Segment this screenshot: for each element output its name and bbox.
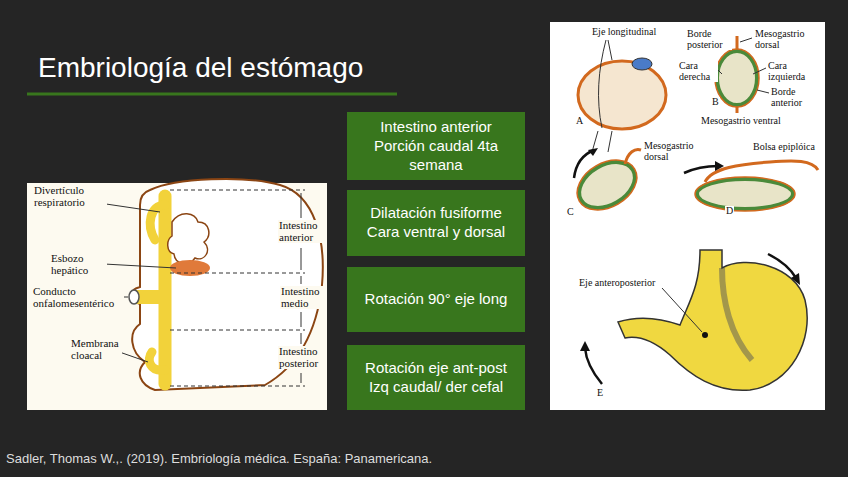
figure-label: Conducto onfalomesentérico: [32, 286, 124, 309]
figure-label: C: [566, 207, 575, 218]
figure-label: Mesogastrio dorsal: [643, 141, 695, 162]
box-text: Intestino anterior Porción caudal 4ta se…: [357, 118, 515, 174]
figure-label: Cara derecha: [678, 61, 718, 82]
summary-box: Intestino anterior Porción caudal 4ta se…: [347, 112, 525, 180]
figure-label: Divertículo respiratorio: [33, 185, 107, 208]
figure-label: Membrana cloacal: [70, 338, 122, 361]
box-text: Rotación eje ant-post Izq caudal/ der ce…: [357, 359, 515, 397]
figure-label: E: [596, 388, 604, 399]
figure-label: Intestino medio: [280, 286, 327, 309]
figure-label: Bolsa epiplóica: [752, 142, 816, 153]
figure-label: Borde posterior: [686, 29, 732, 50]
slide-title: Embriología del estómago: [38, 52, 363, 84]
title-underline: [27, 93, 397, 96]
figure-label: Mesogastrio ventral: [700, 116, 782, 127]
figure-label: Intestino posterior: [278, 346, 327, 369]
figure-label: Esbozo hepático: [50, 253, 107, 276]
figure-label: Intestino anterior: [278, 220, 327, 243]
source-caption: Sadler, Thomas W.,. (2019). Embriología …: [6, 451, 432, 466]
box-text: Rotación 90° eje long: [365, 290, 508, 309]
figure-label: Eje longitudinal: [591, 27, 657, 38]
summary-box: Rotación eje ant-post Izq caudal/ der ce…: [347, 345, 525, 410]
figure-label: B: [711, 97, 720, 108]
summary-box: Dilatación fusiforme Cara ventral y dors…: [347, 190, 525, 256]
stomach-panel: [550, 22, 825, 410]
summary-box: Rotación 90° eje long: [347, 267, 525, 332]
figure-label: Borde anterior: [770, 87, 816, 108]
figure-label: D: [725, 206, 734, 217]
figure-label: A: [575, 116, 584, 127]
figure-label: Mesogastrio dorsal: [754, 29, 816, 50]
figure-label: Eje anteroposterior: [578, 278, 656, 289]
stomach-rotation-illustration: [568, 36, 818, 390]
box-text: Dilatación fusiforme Cara ventral y dors…: [357, 204, 515, 242]
figure-label: Cara izquierda: [767, 61, 815, 82]
